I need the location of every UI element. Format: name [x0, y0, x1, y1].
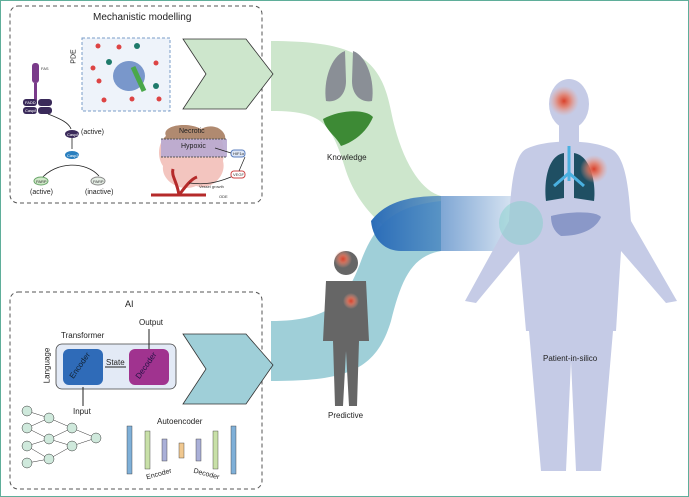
casp8-active-label: Casp8 — [67, 132, 79, 137]
trachea-icon — [553, 146, 585, 188]
state-label: State — [106, 358, 125, 367]
encoder-block — [63, 349, 103, 385]
transformer-label: Transformer — [61, 331, 105, 340]
liver-icon — [323, 111, 373, 146]
pde-label: PDE — [70, 49, 78, 64]
input-label: Input — [73, 407, 91, 416]
vegf-label: VEGF — [233, 172, 244, 177]
chevron-arrow-ai — [182, 333, 274, 405]
hotspot-head — [334, 250, 352, 268]
lungs-icon — [325, 51, 373, 102]
decoder-block — [129, 349, 169, 385]
output-label: Output — [139, 318, 164, 327]
parp-active-node: PARP — [36, 179, 47, 184]
autoencoder-label: Autoencoder — [157, 417, 203, 426]
patient-hotspot-head — [549, 86, 579, 116]
active-label-1: (active) — [81, 129, 104, 136]
patient-liver-icon — [551, 212, 601, 236]
knowledge-flow — [271, 41, 441, 251]
hypoxic-label: Hypoxic — [181, 143, 206, 150]
vessel-growth-label: Vessel growth — [199, 184, 224, 189]
teal-overlay — [499, 201, 543, 245]
active-label-2: (active) — [30, 189, 53, 196]
inactive-label: (inactive) — [85, 189, 114, 196]
hif-label: HIF1α — [233, 151, 244, 156]
mechanistic-box — [9, 5, 263, 204]
casp3-label: Casp3 — [67, 153, 79, 158]
fadd-label: FADD — [25, 100, 36, 105]
ai-box — [9, 291, 263, 490]
necrotic-label: Necrotic — [179, 128, 205, 135]
mechanistic-title: Mechanistic modelling — [93, 12, 192, 23]
protein-structure — [113, 61, 145, 91]
fas-label: FAS — [41, 66, 49, 71]
tumour-illustration — [151, 125, 246, 197]
parp-inactive-node: PARP — [93, 179, 104, 184]
language-label: Language — [42, 347, 52, 384]
ode-label: ODE — [219, 194, 228, 199]
ai-title: AI — [125, 299, 134, 309]
predictive-label: Predictive — [328, 411, 364, 420]
pde-molecules — [90, 43, 162, 103]
knowledge-label: Knowledge — [327, 153, 367, 162]
autoencoder-icon — [126, 425, 237, 475]
apoptosis-pathway — [23, 63, 106, 186]
chevron-arrow-knowledge — [182, 38, 274, 110]
patient-hotspot-lung — [580, 155, 608, 183]
patient-label: Patient-in-silico — [543, 354, 598, 363]
neural-network-icon — [21, 405, 102, 469]
hotspot-chest — [343, 293, 359, 309]
patient-body — [465, 79, 677, 471]
casp8-label: Casp8 — [25, 108, 37, 113]
